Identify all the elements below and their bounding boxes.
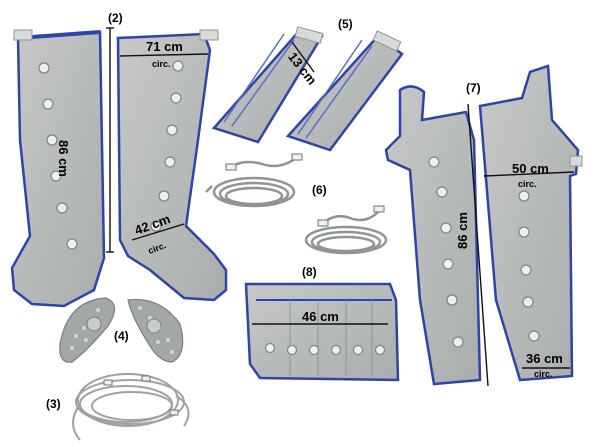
belt-valves: [264, 342, 386, 356]
cuff-circumference-note: circ.: [534, 369, 553, 379]
cable-bundle: [72, 373, 190, 441]
insoles-id-label: (4): [114, 329, 129, 343]
strap-tab: [199, 29, 219, 41]
trousers-valves: [428, 156, 540, 348]
abdominal-belt: [244, 282, 400, 382]
arm-sleeves: [211, 26, 404, 152]
belt-id-label: (8): [302, 265, 317, 279]
right-leg-boot: [116, 29, 228, 302]
left-leg-boot: [10, 29, 106, 308]
thigh-circumference-note: circ.: [518, 179, 537, 189]
pressotherapy-trousers: [384, 64, 583, 387]
boot-circumference-label: 71 cm: [146, 39, 183, 54]
boot-length-label: 86 cm: [56, 140, 71, 177]
arms-id-label: (5): [338, 17, 353, 31]
belt-width-label: 46 cm: [302, 309, 339, 324]
boot-valves: [38, 62, 78, 250]
strap-tab: [13, 29, 33, 41]
connection-hoses: [205, 156, 388, 255]
cable-bundle-id-label: (3): [46, 397, 61, 411]
boot-measure-lines: [106, 27, 209, 253]
massage-insoles: [59, 297, 184, 363]
trousers-id-label: (7): [466, 81, 481, 95]
trousers-length-label: 86 cm: [454, 212, 470, 249]
boot-circumference-note: circ.: [152, 59, 171, 69]
hoses-id-label: (6): [312, 183, 327, 197]
trousers-measure-lines: [467, 103, 575, 387]
cuff-circumference-label: 36 cm: [526, 351, 563, 366]
boots-id-label: (2): [108, 11, 123, 25]
hose-connectors: [225, 153, 385, 227]
boot-valves: [150, 60, 184, 232]
thigh-circumference-label: 50 cm: [512, 161, 549, 176]
